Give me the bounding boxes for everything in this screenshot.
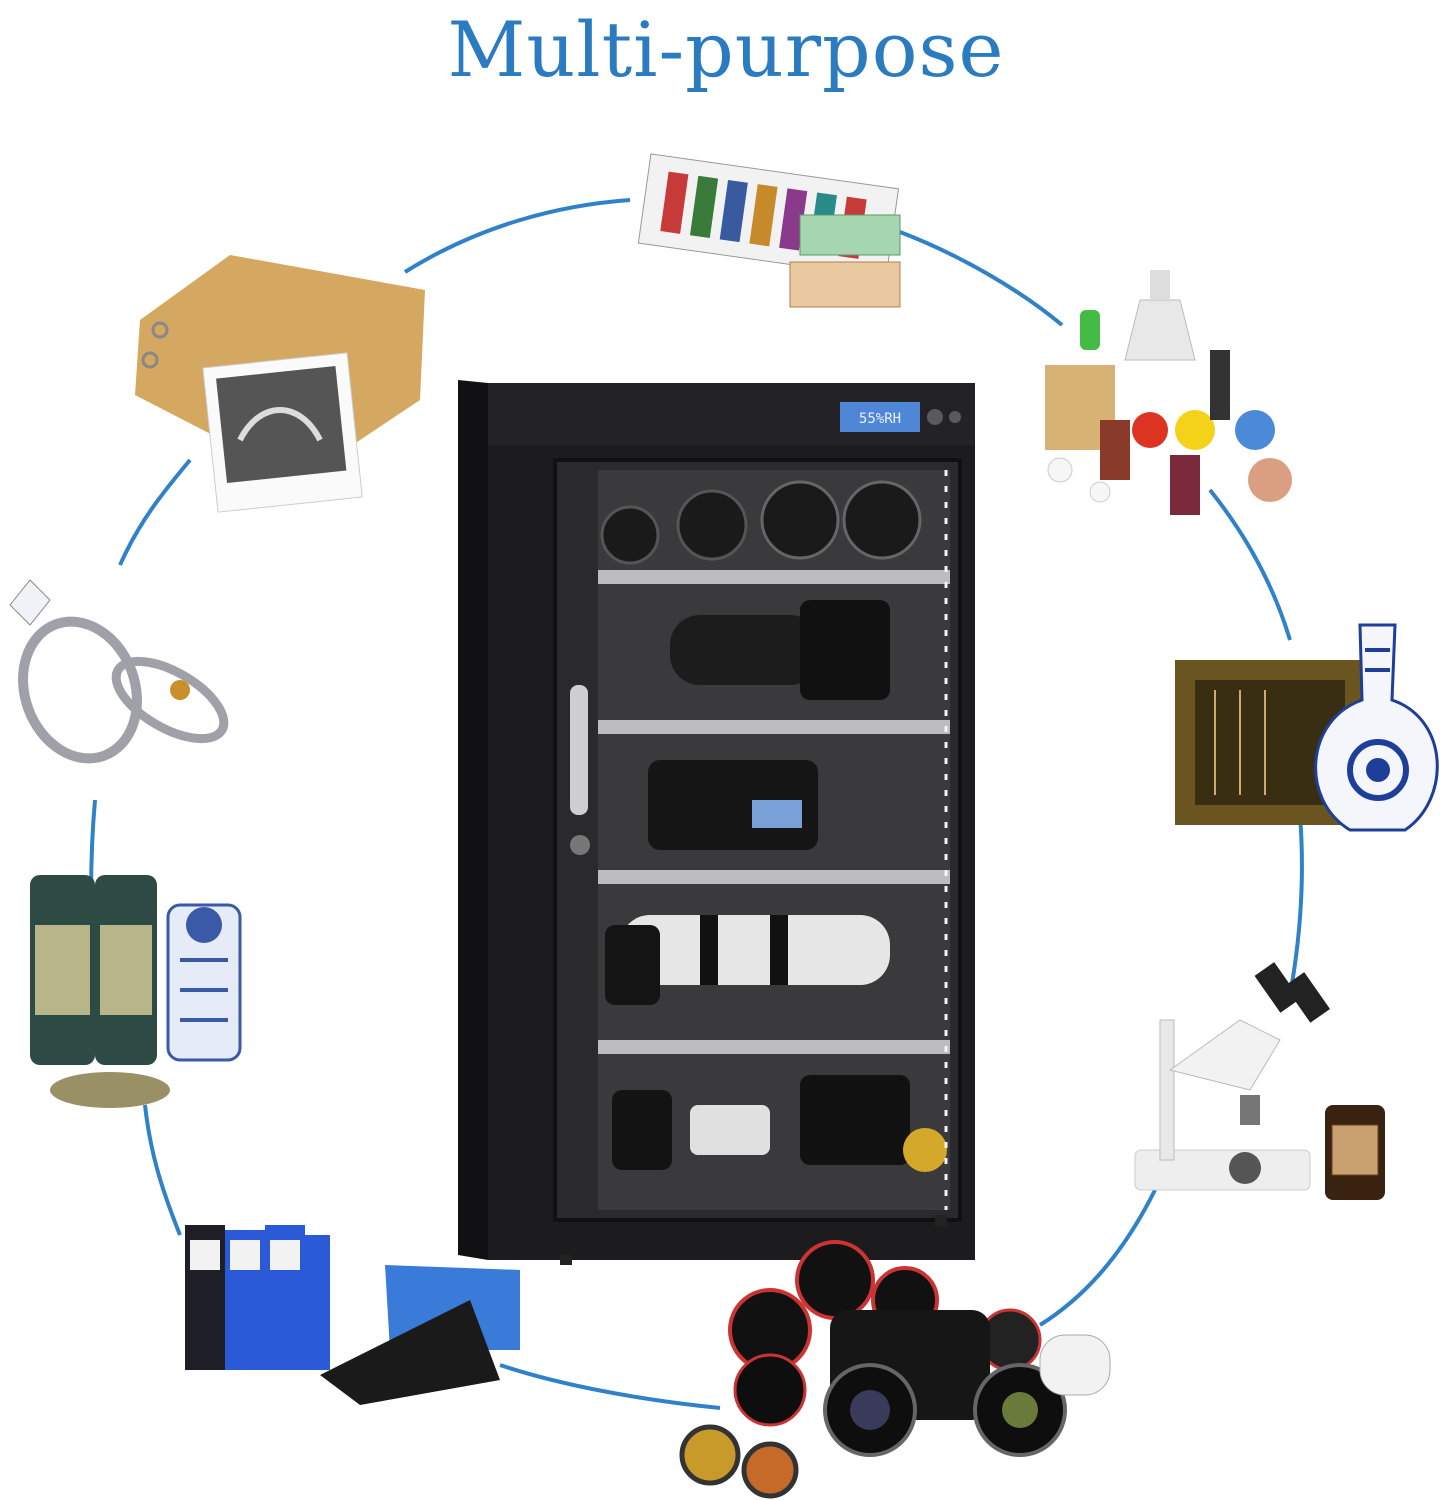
rings-icon: [9, 579, 229, 764]
door-lock-icon: [570, 835, 590, 855]
dry-cabinet: 55%RH: [458, 380, 975, 1265]
tea-tins-icon: [30, 875, 242, 1108]
white-telephoto-lens-icon: [620, 915, 890, 985]
set-button: [949, 411, 961, 423]
camera-lenses-icon: [679, 1240, 1111, 1499]
page-title: Multi-purpose: [447, 5, 1005, 94]
files-folders-icon: [185, 1225, 520, 1405]
shelf: [598, 870, 950, 884]
shelf: [598, 720, 950, 734]
door-handle: [570, 685, 588, 815]
telephoto-lens-icon: [670, 615, 820, 685]
cosmetics-bottles-icon: [1045, 270, 1292, 515]
quality-seal-icon: [903, 1128, 947, 1172]
photos-album-icon: [135, 255, 425, 513]
humidity-display: [840, 402, 920, 432]
camera-back-icon: [800, 1075, 910, 1165]
microscope-watch-icon: [1134, 962, 1385, 1200]
camera-icon: [612, 1090, 672, 1170]
lens-cap-icon: [842, 480, 922, 560]
shelf: [598, 1040, 950, 1054]
lens-cap-icon: [760, 480, 840, 560]
flash-unit-icon: [690, 1105, 770, 1155]
lens-cap-icon: [600, 505, 660, 565]
shelf: [598, 570, 950, 584]
camera-body-icon: [800, 600, 890, 700]
porcelain-vase-icon: [1175, 623, 1439, 832]
banknotes-icon: [637, 153, 901, 308]
lens-cap-icon: [676, 489, 748, 561]
power-button: [927, 409, 943, 425]
humidity-display-text: 55%RH: [859, 411, 901, 427]
